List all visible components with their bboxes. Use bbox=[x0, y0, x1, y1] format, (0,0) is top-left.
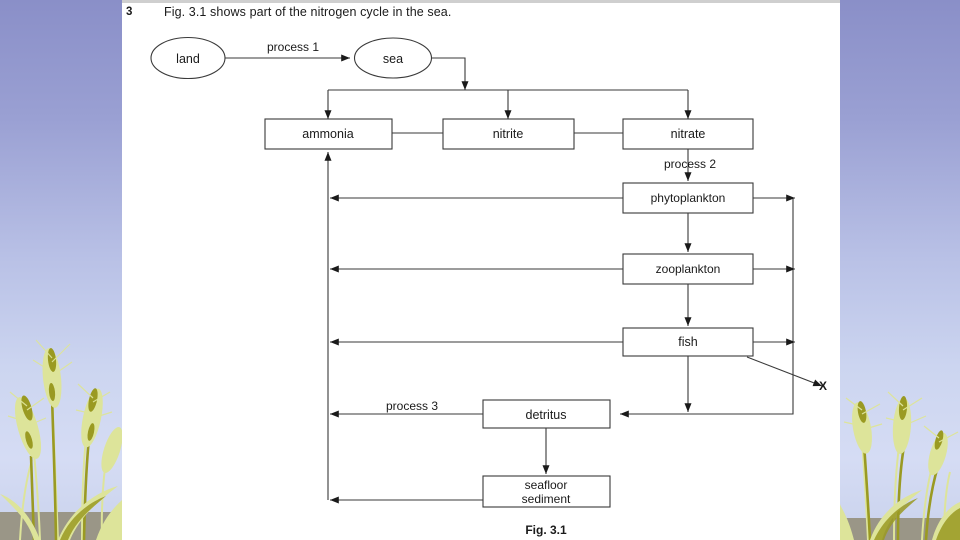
node-label-zooplankton: zooplankton bbox=[656, 262, 721, 276]
node-layer: land sea ammonia nitrite nitrate bbox=[150, 36, 754, 508]
node-land[interactable]: land bbox=[150, 36, 226, 80]
page-top-rule bbox=[122, 0, 840, 3]
node-fish[interactable]: fish bbox=[622, 327, 754, 357]
node-label-seafloor-line1: seafloor bbox=[525, 478, 568, 492]
node-phytoplankton[interactable]: phytoplankton bbox=[622, 182, 754, 214]
node-detritus[interactable]: detritus bbox=[482, 399, 611, 429]
wheat-decoration-left bbox=[0, 300, 122, 540]
nitrogen-cycle-diagram: land sea ammonia nitrite nitrate bbox=[150, 36, 827, 537]
question-number: 3 bbox=[126, 6, 133, 18]
edge-label-process-1: process 1 bbox=[267, 40, 319, 54]
edge-label-process-2: process 2 bbox=[664, 157, 716, 171]
question-text: Fig. 3.1 shows part of the nitrogen cycl… bbox=[164, 5, 452, 19]
edge-label-process-3: process 3 bbox=[386, 399, 438, 413]
edge-label-layer: process 1 process 2 process 3 X bbox=[267, 40, 827, 413]
node-ammonia[interactable]: ammonia bbox=[264, 118, 393, 150]
node-label-nitrate: nitrate bbox=[671, 127, 706, 141]
node-label-sea: sea bbox=[383, 52, 403, 66]
annotation-x-marker: X bbox=[819, 379, 827, 393]
node-seafloor-sediment[interactable]: seafloor sediment bbox=[482, 475, 611, 508]
node-sea[interactable]: sea bbox=[353, 37, 433, 79]
edge-fish-to-x bbox=[746, 356, 823, 387]
node-label-nitrite: nitrite bbox=[493, 127, 524, 141]
figure-caption: Fig. 3.1 bbox=[525, 523, 567, 537]
spine-right-to-detritus bbox=[622, 198, 794, 415]
node-label-land: land bbox=[176, 52, 200, 66]
node-nitrate[interactable]: nitrate bbox=[622, 118, 754, 150]
node-nitrite[interactable]: nitrite bbox=[442, 118, 575, 150]
wheat-decoration-right bbox=[840, 300, 960, 540]
node-label-ammonia: ammonia bbox=[302, 127, 353, 141]
node-label-seafloor-line2: sediment bbox=[522, 492, 571, 506]
node-zooplankton[interactable]: zooplankton bbox=[622, 253, 754, 285]
document-page: 3 Fig. 3.1 shows part of the nitrogen cy… bbox=[122, 0, 840, 540]
node-label-phytoplankton: phytoplankton bbox=[651, 191, 726, 205]
node-label-fish: fish bbox=[678, 335, 698, 349]
node-label-detritus: detritus bbox=[526, 408, 567, 422]
